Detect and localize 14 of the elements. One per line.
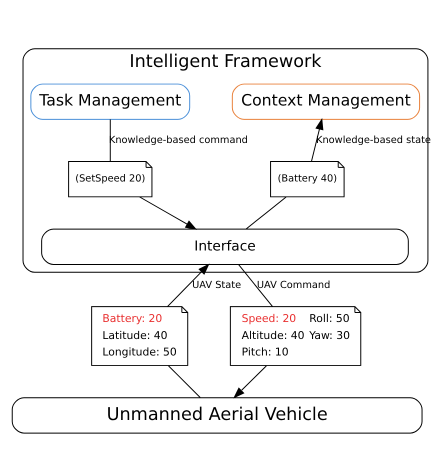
connector	[110, 118, 111, 162]
connector	[238, 264, 274, 307]
node-box: Context Management	[232, 83, 420, 120]
connector	[168, 364, 201, 398]
arrow	[139, 196, 198, 230]
arrow	[233, 364, 267, 398]
arrow	[167, 263, 210, 307]
node-box: Unmanned Aerial Vehicle	[12, 396, 423, 434]
node-box: Task Management	[30, 83, 190, 120]
edge-label: UAV State	[192, 279, 242, 290]
arrow	[310, 118, 324, 162]
connector	[246, 196, 287, 229]
edge-label: UAV Command	[256, 279, 330, 290]
node-box: Interface	[41, 228, 409, 264]
